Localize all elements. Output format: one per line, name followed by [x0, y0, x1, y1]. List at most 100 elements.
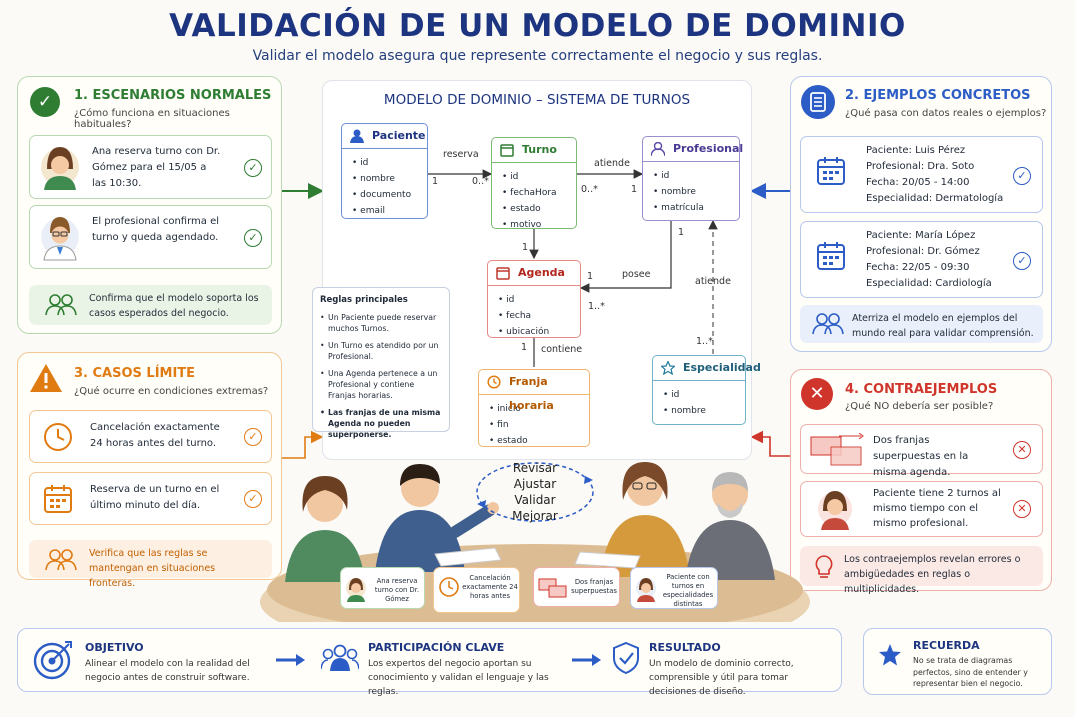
footer-text: Alinear el modelo con la realidad del ne… [85, 659, 250, 683]
patient-avatar-icon [346, 578, 366, 602]
person-icon [350, 129, 364, 143]
entity-agenda: Agenda idfechaubicación [487, 260, 581, 338]
doctor-avatar-icon [41, 217, 79, 261]
clock-icon [44, 423, 72, 451]
note-text: Los contraejemplos revelan errores o amb… [844, 554, 1021, 595]
recuerda-panel: RECUERDA No se trata de diagramas perfec… [863, 628, 1052, 695]
entity-attr: estado [502, 201, 576, 217]
relation-label: atiende [695, 276, 731, 287]
section-question: ¿Qué pasa con datos reales o ejemplos? [845, 108, 1047, 119]
multiplicity: 1 [521, 342, 528, 353]
entity-attr: estado [489, 433, 589, 449]
clock-icon [487, 375, 501, 389]
entity-attr: nombre [352, 171, 427, 187]
entity-attr: email [352, 203, 427, 219]
entity-attr: id [653, 168, 739, 184]
cycle-arrows [476, 462, 594, 522]
rules-box: Reglas principales Un Paciente puede res… [312, 287, 450, 439]
footer-text: No se trata de diagramas perfectos, sino… [913, 656, 1028, 688]
team-icon [321, 644, 359, 671]
note-text: Verifica que las reglas se mantengan en … [89, 548, 216, 589]
section-title: 3. CASOS LÍMITE [74, 366, 196, 381]
counterexample-card: Dos franjas superpuestas en la misma age… [800, 424, 1043, 478]
entity-attr: inicio [489, 401, 589, 417]
cycle-step: Ajustar [513, 477, 557, 491]
table-card: Paciente con turnos en especialidades di… [630, 567, 718, 609]
target-icon [33, 641, 72, 680]
entity-especialidad: Especialidad idnombre [652, 355, 761, 425]
multiplicity: 1 [587, 271, 594, 282]
rule-item: Un Turno es atendido por un Profesional. [320, 340, 442, 362]
footer-title: PARTICIPACIÓN CLAVE [368, 641, 505, 654]
scenario-text: El profesional confirma el turno y queda… [92, 216, 220, 243]
multiplicity: 1 [522, 242, 529, 253]
calendar-icon [817, 242, 845, 270]
footer-title: OBJETIVO [85, 641, 144, 654]
footer-text: Los expertos del negocio aportan su cono… [368, 659, 549, 697]
calendar-icon [496, 267, 510, 280]
entity-paciente: Paciente idnombredocumentoemail [341, 123, 428, 219]
section-title: 2. EJEMPLOS CONCRETOS [845, 88, 1031, 103]
overlap-slots-icon [810, 433, 864, 466]
section-note: Confirma que el modelo soporta los casos… [29, 285, 272, 325]
check-icon: ✓ [1013, 252, 1031, 270]
patient-avatar-icon [41, 147, 79, 190]
entity-turno: Turno idfechaHoraestadomotivo [491, 137, 577, 230]
example-line: Paciente: Luis Pérez [866, 145, 966, 156]
panel-contraejemplos: ✕ 4. CONTRAEJEMPLOS ¿Qué NO debería ser … [790, 369, 1052, 595]
arrow-right-icon [276, 654, 305, 666]
example-line: Profesional: Dra. Soto [866, 161, 975, 172]
entity-attr: nombre [653, 184, 739, 200]
example-card: Paciente: María López Profesional: Dr. G… [800, 221, 1043, 298]
counterexample-text: Dos franjas superpuestas en la misma age… [873, 435, 969, 478]
scenario-card: Ana reserva turno con Dr. Gómez para el … [29, 135, 272, 199]
entity-attr: matrícula [653, 200, 739, 216]
patient-avatar-icon [636, 578, 656, 602]
multiplicity: 1 [432, 176, 439, 187]
example-line: Especialidad: Dermatología [866, 193, 1004, 204]
rules-title: Reglas principales [320, 295, 408, 305]
calendar-icon [500, 144, 514, 157]
error-x-icon: ✕ [801, 378, 833, 410]
star-icon [879, 644, 901, 666]
star-icon [661, 361, 675, 375]
footer-panel: OBJETIVO Alinear el modelo con la realid… [17, 628, 842, 697]
overlap-slots-icon [538, 578, 567, 598]
entity-name: Paciente [372, 129, 426, 142]
entity-attr: fin [489, 417, 589, 433]
people-icon [812, 313, 844, 335]
section-question: ¿Qué NO debería ser posible? [845, 401, 994, 412]
entity-name: Profesional [673, 142, 744, 155]
example-line: Especialidad: Cardiología [866, 278, 992, 289]
multiplicity: 1..* [696, 336, 713, 347]
check-icon: ✓ [244, 490, 262, 508]
cycle-steps: Revisar Ajustar Validar Mejorar [485, 460, 585, 524]
section-question: ¿Qué ocurre en condiciones extremas? [74, 386, 269, 397]
entity-franja-horaria: Franja horaria iniciofinestado [478, 369, 590, 447]
rule-item: Una Agenda pertenece a un Profesional y … [320, 368, 442, 401]
section-title: 4. CONTRAEJEMPLOS [845, 382, 998, 397]
rule-item: Un Paciente puede reservar muchos Turnos… [320, 312, 442, 334]
entity-attr: id [502, 169, 576, 185]
note-text: Confirma que el modelo soporta los casos… [89, 293, 259, 319]
relation-label: atiende [594, 158, 630, 169]
footer-title: RESULTADO [649, 641, 721, 654]
multiplicity: 1..* [588, 301, 605, 312]
table-card-text: Cancelación exactamente 24 horas antes [462, 574, 518, 600]
panel-escenarios-normales: ✓ 1. ESCENARIOS NORMALES ¿Cómo funciona … [17, 76, 282, 334]
example-line: Profesional: Dr. Gómez [866, 246, 980, 257]
model-title: MODELO DE DOMINIO – SISTEMA DE TURNOS [383, 92, 691, 108]
edge-case-text: Reserva de un turno en el último minuto … [90, 484, 220, 511]
section-title: 1. ESCENARIOS NORMALES [74, 88, 272, 103]
counterexample-text: Paciente tiene 2 turnos al mismo tiempo … [873, 488, 1001, 529]
check-icon: ✓ [244, 229, 262, 247]
calendar-icon [817, 157, 845, 185]
entity-name: Agenda [518, 266, 565, 279]
section-question: ¿Cómo funciona en situaciones habituales… [74, 108, 230, 130]
entity-name: Franja horaria [509, 375, 554, 412]
table-card: Ana reserva turno con Dr. Gómez [340, 567, 425, 609]
relation-label: reserva [443, 149, 479, 160]
table-card-text: Ana reserva turno con Dr. Gómez [374, 577, 420, 603]
x-icon: ✕ [1013, 441, 1031, 459]
